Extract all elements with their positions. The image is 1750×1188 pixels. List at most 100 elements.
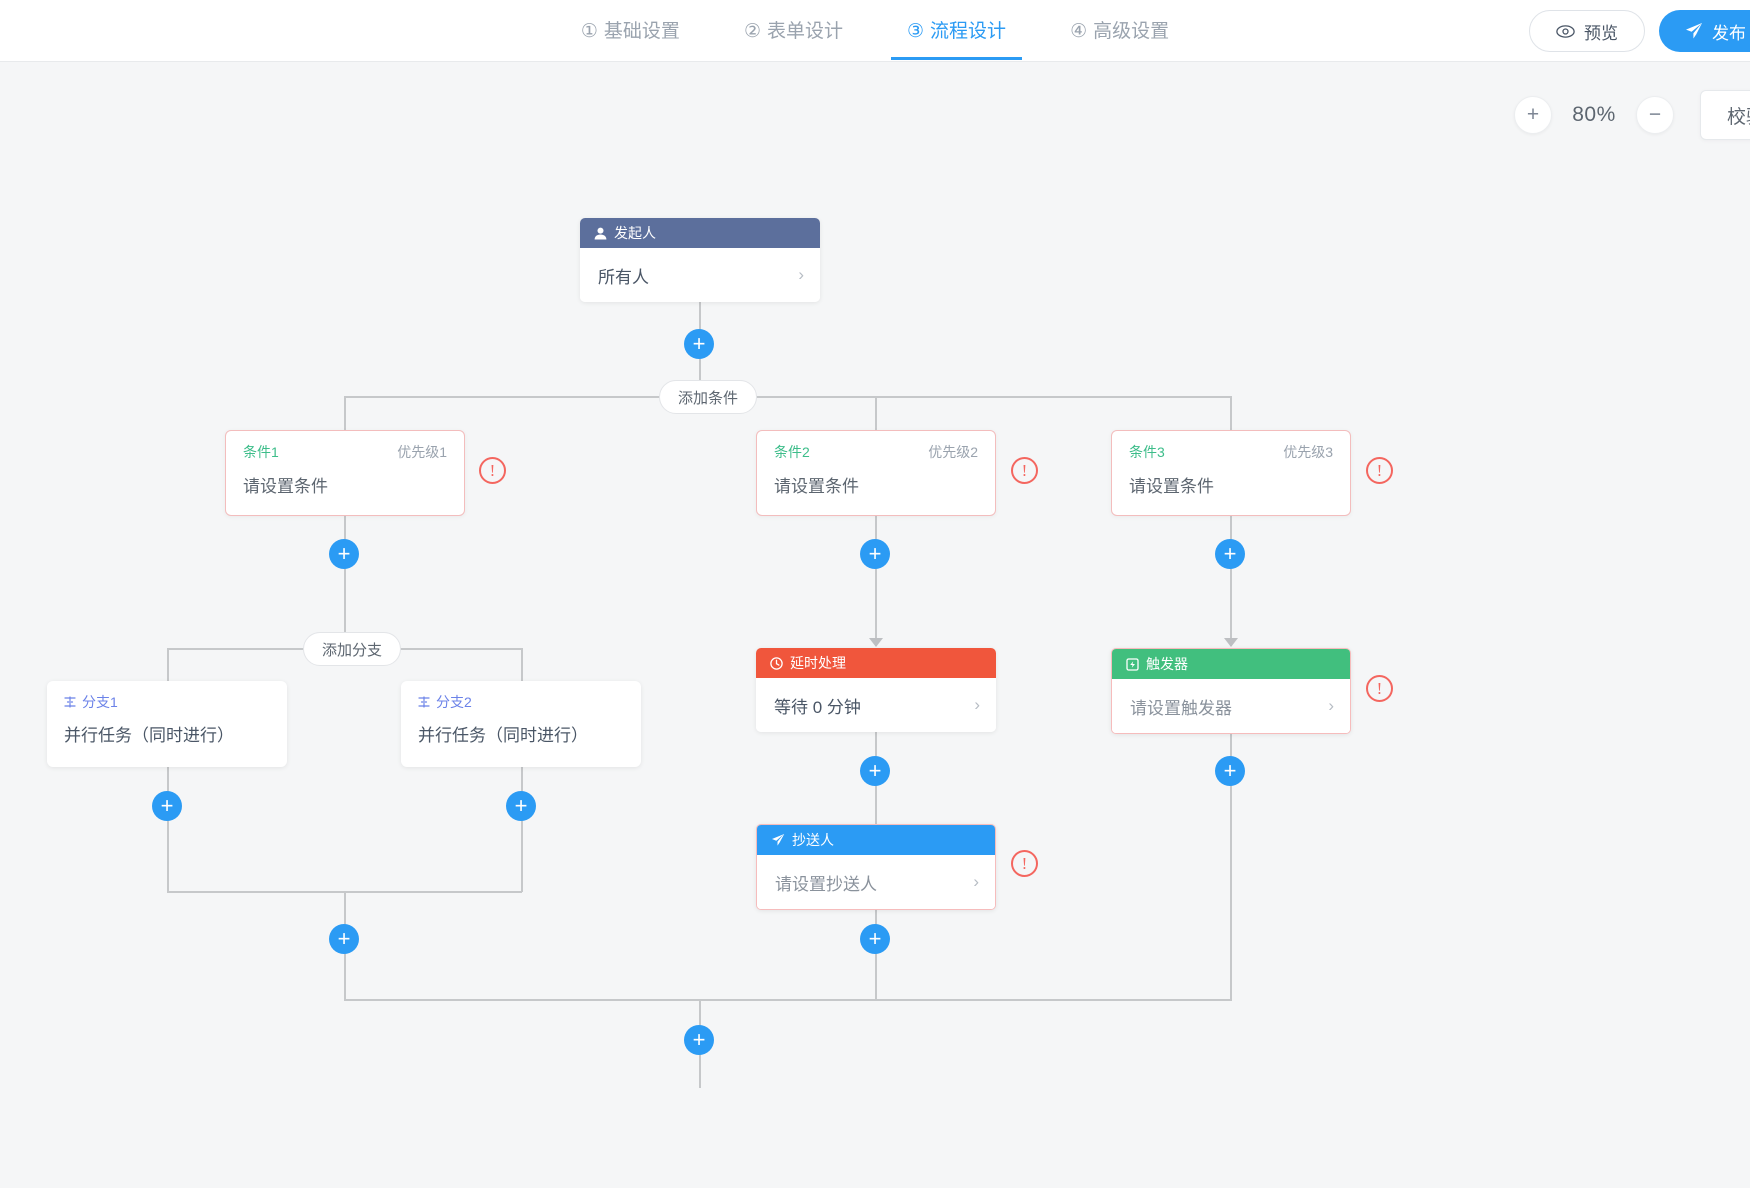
node-header: 延时处理 xyxy=(756,648,996,678)
node-trigger[interactable]: 触发器 请设置触发器 › xyxy=(1111,648,1351,734)
add-node-under-delay[interactable]: + xyxy=(860,756,890,786)
add-node-after-branch-merge[interactable]: + xyxy=(329,924,359,954)
step-label: 流程设计 xyxy=(930,21,1007,42)
add-node-under-branch-2[interactable]: + xyxy=(506,791,536,821)
warning-icon-cc[interactable]: ! xyxy=(1011,850,1038,877)
condition-priority: 优先级1 xyxy=(397,444,447,460)
branch-body: 并行任务（同时进行） xyxy=(64,726,234,745)
node-condition-3[interactable]: 条件3 优先级3 请设置条件 xyxy=(1111,430,1351,516)
node-condition-2[interactable]: 条件2 优先级2 请设置条件 xyxy=(756,430,996,516)
step-index: ② xyxy=(743,21,761,42)
add-node-under-condition-1[interactable]: + xyxy=(329,539,359,569)
node-value: 请设置触发器 xyxy=(1130,698,1232,718)
add-node-after-initiator[interactable]: + xyxy=(684,329,714,359)
condition-priority: 优先级3 xyxy=(1283,444,1333,460)
node-branch-1[interactable]: 分支1 并行任务（同时进行） xyxy=(47,681,287,767)
node-title: 触发器 xyxy=(1146,656,1188,672)
connector-line xyxy=(875,516,877,646)
node-title: 抄送人 xyxy=(792,832,834,848)
arrow-head xyxy=(1224,638,1238,647)
node-body[interactable]: 请设置抄送人 › xyxy=(757,855,995,909)
add-node-under-condition-3[interactable]: + xyxy=(1215,539,1245,569)
add-node-after-cc[interactable]: + xyxy=(860,924,890,954)
add-condition-button[interactable]: 添加条件 xyxy=(659,380,758,414)
header-actions: 预览 发布 xyxy=(1529,0,1750,62)
chevron-right-icon: › xyxy=(974,695,980,714)
connector-line xyxy=(1230,516,1232,646)
node-body[interactable]: 所有人 › xyxy=(580,248,820,302)
step-label: 表单设计 xyxy=(766,21,843,42)
step-label: 基础设置 xyxy=(603,21,680,42)
publish-button[interactable]: 发布 xyxy=(1659,10,1750,52)
warning-icon-condition-1[interactable]: ! xyxy=(479,457,506,484)
clock-icon xyxy=(770,656,783,670)
add-node-after-conditions[interactable]: + xyxy=(684,1025,714,1055)
zoom-out-button[interactable]: − xyxy=(1635,96,1674,134)
step-label: 高级设置 xyxy=(1093,21,1170,42)
node-body[interactable]: 等待 0 分钟 › xyxy=(756,678,996,732)
zoom-in-button[interactable]: + xyxy=(1513,96,1552,134)
connector-line xyxy=(344,516,346,648)
branch-name: 分支2 xyxy=(436,694,472,710)
add-node-under-trigger[interactable]: + xyxy=(1215,756,1245,786)
node-condition-1[interactable]: 条件1 优先级1 请设置条件 xyxy=(225,430,465,516)
send-icon xyxy=(771,833,785,847)
node-header: 发起人 xyxy=(580,218,820,248)
eye-icon xyxy=(1556,24,1575,38)
add-branch-button[interactable]: 添加分支 xyxy=(303,632,402,666)
add-node-under-branch-1[interactable]: + xyxy=(152,791,182,821)
connector-line xyxy=(875,396,877,436)
chevron-right-icon: › xyxy=(973,872,979,891)
condition-header: 条件1 优先级1 xyxy=(226,431,464,462)
preview-button[interactable]: 预览 xyxy=(1529,10,1645,52)
zoom-toolbar: + 80% − 校验流程 xyxy=(1513,90,1750,140)
send-icon xyxy=(1685,22,1703,40)
connector-line xyxy=(167,767,169,892)
step-index: ① xyxy=(580,21,598,42)
branch-icon xyxy=(418,696,430,708)
condition-name: 条件1 xyxy=(243,444,279,460)
condition-merge-bar xyxy=(344,999,1231,1001)
preview-button-label: 预览 xyxy=(1584,23,1618,43)
condition-name: 条件3 xyxy=(1129,444,1165,460)
node-header: 触发器 xyxy=(1112,649,1350,679)
chevron-right-icon: › xyxy=(798,265,804,284)
connector-line xyxy=(1230,396,1232,436)
condition-header: 条件3 优先级3 xyxy=(1112,431,1350,462)
add-node-under-condition-2[interactable]: + xyxy=(860,539,890,569)
zoom-level-label: 80% xyxy=(1572,103,1616,126)
validate-process-button[interactable]: 校验流程 xyxy=(1699,90,1750,140)
step-index: ④ xyxy=(1070,21,1088,42)
node-header: 抄送人 xyxy=(757,825,995,855)
flow-canvas[interactable]: 发起人 所有人 › + 添加条件 条件1 优先级1 请设置条件 ! 条件2 优先… xyxy=(0,62,1750,1188)
step-index: ③ xyxy=(907,21,925,42)
trigger-icon xyxy=(1126,657,1139,671)
connector-line xyxy=(521,767,523,892)
node-body[interactable]: 请设置触发器 › xyxy=(1112,679,1350,733)
node-initiator[interactable]: 发起人 所有人 › xyxy=(580,218,820,302)
node-branch-2[interactable]: 分支2 并行任务（同时进行） xyxy=(401,681,641,767)
condition-split-bar xyxy=(344,396,1231,398)
connector-line xyxy=(875,732,877,864)
chevron-right-icon: › xyxy=(1328,696,1334,715)
connector-line xyxy=(1230,732,1232,1001)
condition-priority: 优先级2 xyxy=(928,444,978,460)
branch-icon xyxy=(64,696,76,708)
user-icon xyxy=(594,227,607,240)
warning-icon-trigger[interactable]: ! xyxy=(1366,675,1393,702)
condition-body: 请设置条件 xyxy=(1129,477,1214,496)
branch-body: 并行任务（同时进行） xyxy=(418,726,588,745)
node-delay[interactable]: 延时处理 等待 0 分钟 › xyxy=(756,648,996,732)
node-cc[interactable]: 抄送人 请设置抄送人 › xyxy=(756,824,996,910)
warning-icon-condition-2[interactable]: ! xyxy=(1011,457,1038,484)
warning-icon-condition-3[interactable]: ! xyxy=(1366,457,1393,484)
node-value: 请设置抄送人 xyxy=(775,874,877,894)
condition-body: 请设置条件 xyxy=(774,477,859,496)
arrow-head xyxy=(869,638,883,647)
